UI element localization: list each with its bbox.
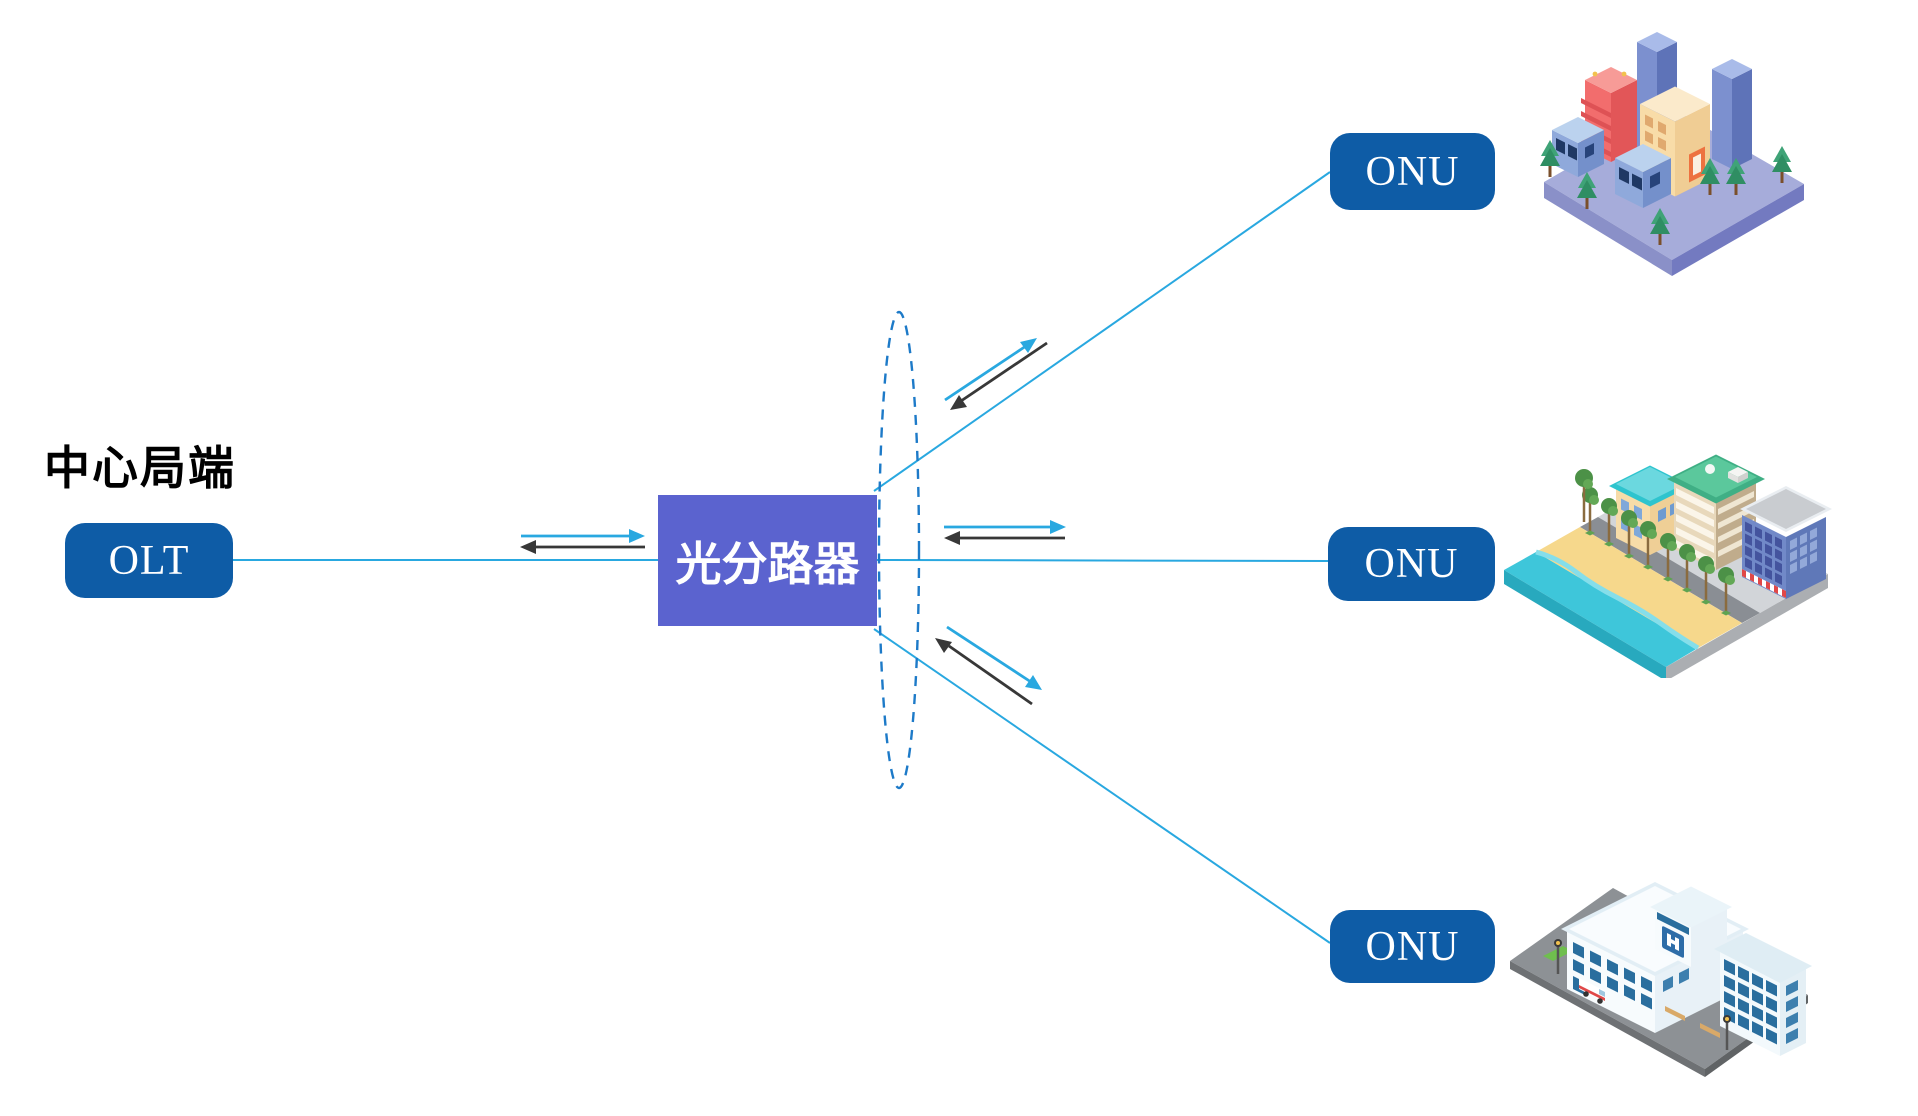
onu-top-node: ONU — [1330, 133, 1495, 210]
onu-middle-node: ONU — [1328, 527, 1495, 601]
feeder-arrows — [520, 529, 645, 554]
fiber-splitter-onu-bottom — [873, 628, 1331, 944]
hospital-ambulance — [1579, 978, 1605, 1004]
hospital-illustration — [1510, 882, 1812, 1077]
fiber-splitter-onu-middle — [876, 559, 1329, 562]
beach-resort-illustration — [1504, 454, 1832, 678]
resort-blue-building — [1740, 486, 1832, 600]
city-block-illustration — [1540, 32, 1804, 276]
branch-bottom-arrows — [935, 625, 1042, 706]
onu-bottom-label: ONU — [1365, 923, 1460, 970]
city-trees — [1540, 140, 1792, 245]
onu-top-label: ONU — [1365, 148, 1460, 195]
hospital-right-block — [1714, 933, 1812, 1057]
optical-splitter-node: 光分路器 — [658, 495, 877, 626]
branch-middle-arrows — [944, 520, 1066, 545]
olt-label: OLT — [108, 537, 190, 584]
city-cream-building — [1640, 86, 1710, 197]
onu-bottom-node: ONU — [1330, 910, 1495, 983]
city-house-1 — [1552, 117, 1604, 177]
hospital-benches — [1665, 1006, 1720, 1038]
branch-top-arrows — [944, 338, 1048, 410]
hospital-right-lamp — [1723, 1015, 1731, 1050]
splitter-lens-ellipse — [877, 310, 921, 790]
city-house-2 — [1615, 144, 1671, 208]
onu-middle-label: ONU — [1364, 541, 1459, 587]
fiber-splitter-onu-top — [873, 171, 1331, 492]
central-office-label: 中心局端 — [44, 443, 236, 494]
optical-splitter-label: 光分路器 — [675, 538, 860, 590]
city-tower-2 — [1712, 59, 1752, 169]
hospital-left-lamp — [1554, 939, 1562, 974]
resort-palm-trees — [1575, 469, 1735, 616]
hospital-tower — [1650, 886, 1732, 968]
olt-node: OLT — [65, 523, 233, 598]
